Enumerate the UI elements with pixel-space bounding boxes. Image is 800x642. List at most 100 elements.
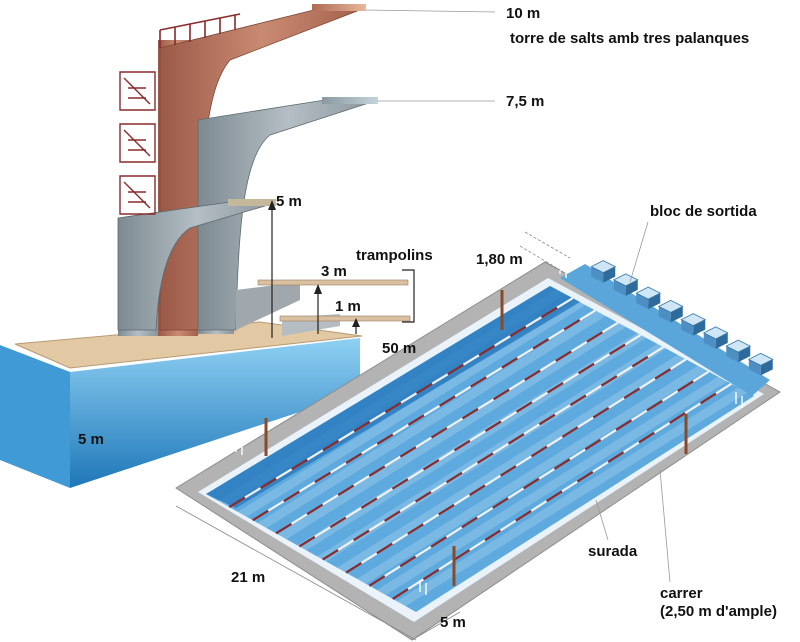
lane-rope-segment (515, 455, 533, 467)
lane-rope-segment (515, 401, 533, 413)
lane-rope-segment (653, 421, 671, 434)
lane-rope-segment (501, 357, 519, 369)
lane-rope-segment (392, 588, 409, 600)
lane-rope-segment (540, 306, 558, 319)
lane-rope-segment (562, 372, 580, 384)
platform-5m-arm (117, 201, 276, 331)
lane-rope-segment (609, 343, 626, 356)
lane-rope-segment (360, 552, 378, 564)
swimming-pool (175, 221, 781, 641)
lane-rope-segment (329, 516, 347, 529)
lane-rope-segment (361, 443, 378, 455)
lane-rope-segment (622, 441, 640, 454)
lane-rope-segment (570, 340, 588, 353)
lane-rope-segment (407, 523, 424, 535)
lane-rope-segment (345, 562, 363, 574)
lane-rope-segment (384, 510, 401, 522)
lane-rope-segment (531, 391, 549, 404)
lane-rope-segment (368, 465, 386, 477)
lane-rope-segment (561, 480, 578, 493)
start-block (590, 260, 617, 283)
lane-rope-segment (407, 414, 425, 426)
lane-rope-segment (631, 355, 649, 368)
lane-rope-segment (556, 297, 574, 309)
lane-rope-segment (485, 366, 503, 379)
lane-rope-segment (515, 509, 532, 522)
lane-rope-segment (345, 507, 362, 519)
lane-rope-segment (445, 526, 463, 539)
lane-rope-segment (715, 382, 732, 395)
lane-rope-segment (322, 494, 339, 506)
lane-rope-segment (478, 344, 496, 357)
lane-rope-segment (539, 360, 557, 372)
lane-rope-segment (267, 500, 285, 512)
lane-rope-segment (530, 445, 548, 458)
label-tower-name: torre de salts amb tres palanques (510, 30, 749, 47)
lane-rope-segment (446, 417, 464, 429)
platform-5m-board (228, 199, 276, 206)
lane-rope-segment (607, 451, 625, 463)
flag-pole-far-left (264, 290, 688, 586)
label-end-width: 5 m (440, 614, 466, 631)
lane-rope-segment (462, 354, 480, 366)
lane-rope-segment (415, 545, 432, 558)
lane-rope-segment (407, 578, 425, 591)
lane-rope-segment (476, 506, 494, 519)
lane-rope-segment (376, 433, 394, 445)
lane-rope-segment (290, 513, 308, 525)
lane-rope-segment (438, 558, 455, 571)
lane-rope-segment (578, 362, 595, 375)
lane-rope-segment (275, 468, 293, 480)
lane-rope-segment (639, 377, 656, 390)
lane-rope-segment (431, 373, 449, 385)
lane-rope-segment (592, 461, 609, 473)
lane-rope-segment (407, 468, 425, 481)
lane-rope-segment (314, 526, 331, 538)
springboard-3m-support (236, 282, 300, 330)
lane-rope-segment (306, 503, 324, 516)
tower-stairs (119, 71, 156, 215)
lane-rope-segment (538, 413, 556, 426)
lane-rope-segment (283, 490, 300, 503)
lane-rope-segment (586, 331, 604, 343)
lane-rope-segment (384, 401, 402, 414)
lane-rope-segment (546, 435, 563, 448)
springboard-1m (279, 315, 411, 322)
lane-rope-segment (508, 379, 526, 391)
label-10m: 10 m (506, 5, 540, 22)
lane-rope-segment (600, 375, 618, 387)
lane-rope-segment (461, 462, 479, 474)
lane-rope-segment (322, 439, 340, 452)
lane-rope-segment (548, 328, 565, 340)
lane-rope-segment (376, 542, 393, 555)
lane-rope-segment (345, 452, 363, 464)
lane-rope-segment (470, 376, 487, 388)
lane-rope-segment (507, 487, 525, 500)
lane-rope-segment (684, 402, 702, 415)
lane-rope-segment (569, 394, 587, 406)
lane-rope-segment (461, 407, 479, 420)
lane-rope-segment (438, 449, 456, 461)
lane-rope-segment (555, 350, 572, 362)
lane-rope-segment (492, 442, 510, 455)
lane-rope-segment (554, 404, 572, 416)
lane-rope-segment (499, 465, 517, 477)
labels: 10 m torre de salts amb tres palanques 7… (78, 5, 777, 631)
label-lane-corridor: carrer (660, 585, 703, 602)
lane-rope-segment (576, 470, 594, 483)
label-lane-corridor-width: (2,50 m d'ample) (660, 603, 777, 620)
start-block (680, 313, 707, 336)
lane-rope-segment (569, 448, 586, 461)
pool-end-wall (560, 264, 770, 396)
railing-10m (159, 13, 241, 48)
lane-rope-segment (228, 496, 246, 509)
lane-rope-segment (322, 548, 339, 561)
lane-rope-segment (661, 390, 679, 402)
lane-rope-segment (384, 455, 401, 468)
lane-rope-segment (461, 516, 478, 529)
lane-rope-segment (507, 433, 525, 445)
lane-rope-segment (453, 439, 471, 452)
lane-rope-segment (453, 494, 471, 506)
label-5m-platform: 5 m (276, 193, 302, 210)
lane-rope-segment (615, 419, 633, 431)
